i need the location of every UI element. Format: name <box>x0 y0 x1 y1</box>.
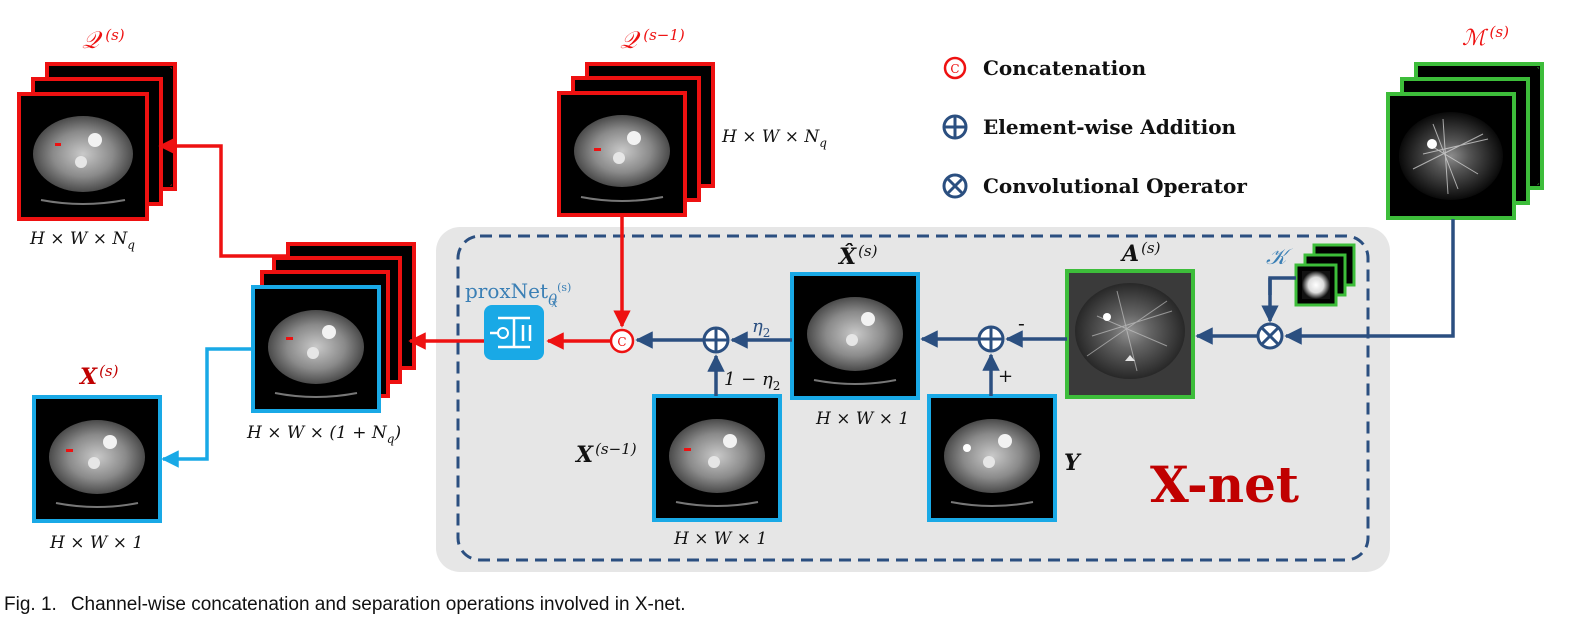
blue-connectors <box>161 347 253 468</box>
y-label: Y <box>1064 450 1082 476</box>
m-stack <box>1386 62 1544 220</box>
m-label: ℳ(s) <box>1462 23 1509 51</box>
navy-connectors <box>635 219 1455 396</box>
xnet-title: X-net <box>1150 455 1299 514</box>
caption-prefix: Fig. 1. <box>4 594 57 615</box>
x-output-image <box>32 395 162 523</box>
caption-text: Channel-wise concatenation and separatio… <box>70 594 686 615</box>
legend: C Concatenation Element-wise Addition Co… <box>942 56 1247 199</box>
q-input-stack <box>557 62 715 217</box>
conv-node <box>1256 322 1284 350</box>
combined-stack <box>251 242 416 413</box>
add-legend-label: Element-wise Addition <box>983 115 1237 139</box>
x-prev-dim: H × W × 1 <box>673 529 767 549</box>
red-connectors <box>158 137 631 350</box>
y-image <box>927 394 1057 522</box>
add-node-right <box>977 325 1005 353</box>
concat-legend-icon <box>943 56 967 80</box>
add-legend-icon <box>942 114 968 140</box>
concat-legend-label: Concatenation <box>983 56 1147 80</box>
minus-sign: - <box>1018 311 1025 335</box>
conv-legend-label: Convolutional Operator <box>983 174 1247 198</box>
eta-label: η2 <box>752 316 770 340</box>
plus-sign: + <box>998 366 1013 387</box>
concat-node <box>609 328 635 354</box>
x-hat-label: X̂(s) <box>837 242 878 270</box>
proxnet-module <box>484 305 544 360</box>
combined-dim: H × W × (1 + Nq) <box>246 423 401 446</box>
add-node-left <box>702 326 730 354</box>
a-label: A(s) <box>1120 239 1161 267</box>
q-input-dim: H × W × Nq <box>721 127 827 150</box>
q-output-label: 𝒬(s) <box>82 26 125 54</box>
x-output-label: X(s) <box>78 362 119 390</box>
x-net-diagram: 𝒬(s) H × W × Nq 𝒬(s−1) H × W × Nq ℳ(s) C… <box>17 23 1544 572</box>
concat-legend-symbol: C <box>950 62 959 76</box>
figure-caption: Fig. 1. Channel-wise concatenation and se… <box>4 594 700 616</box>
x-prev-image <box>652 394 782 522</box>
proxnet-label: proxNetθ(s)x <box>465 279 571 310</box>
conv-legend-icon <box>942 173 968 199</box>
one-minus-eta-label: 1 − η2 <box>724 369 780 393</box>
x-output-dim: H × W × 1 <box>49 533 143 553</box>
x-hat-image <box>790 272 920 400</box>
x-hat-dim: H × W × 1 <box>815 409 909 429</box>
q-input-label: 𝒬(s−1) <box>620 26 685 54</box>
x-prev-label: X(s−1) <box>574 440 637 468</box>
concat-node-symbol: C <box>617 335 626 349</box>
k-kernel-stack <box>1294 243 1356 307</box>
a-image <box>1065 269 1195 399</box>
q-output-stack <box>17 62 177 221</box>
q-output-dim: H × W × Nq <box>29 229 135 252</box>
